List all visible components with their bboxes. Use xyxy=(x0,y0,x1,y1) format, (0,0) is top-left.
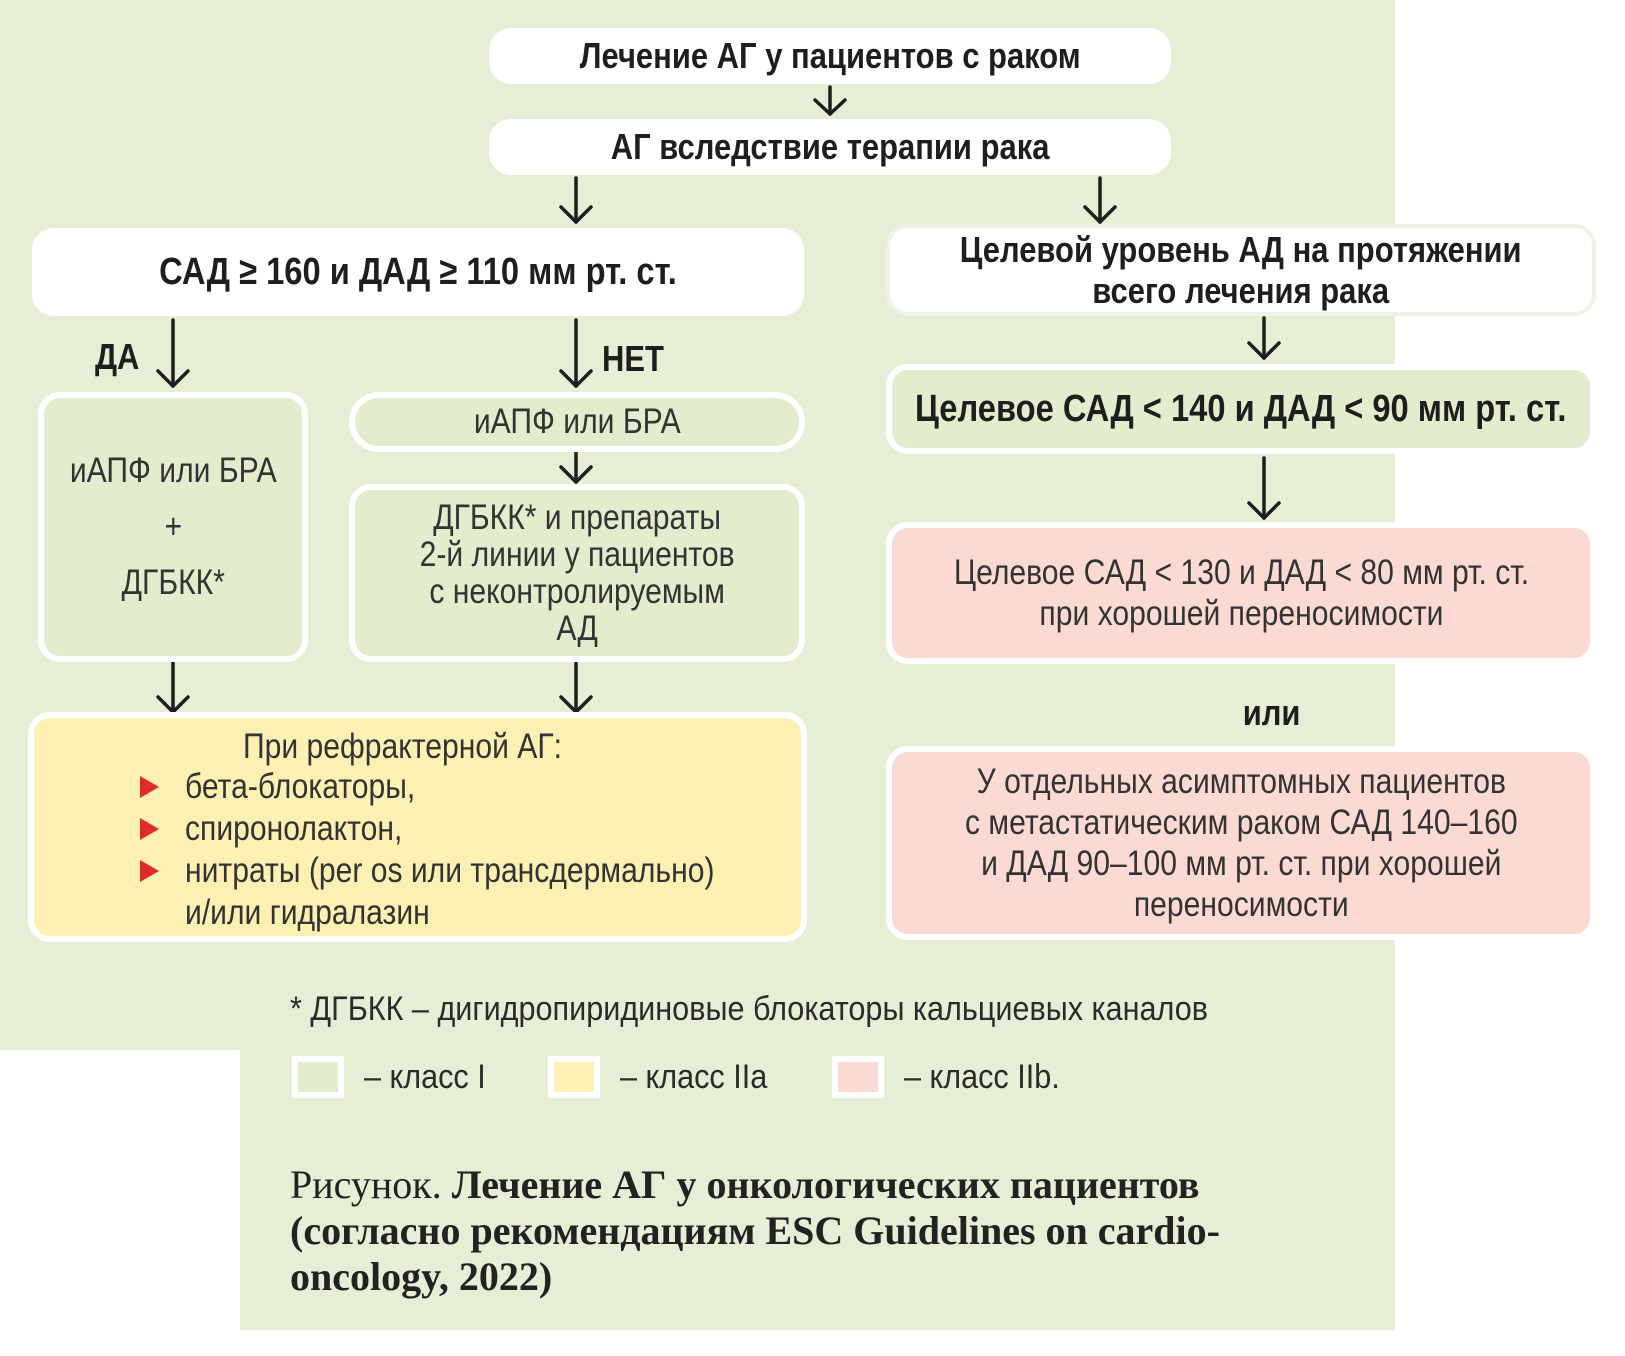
arrow-yes xyxy=(156,318,190,388)
legend-swatch-class-iia xyxy=(548,1056,600,1098)
target-level-box: Целевой уровень АД на протяжении всего л… xyxy=(886,224,1596,316)
footnote-text: * ДГБКК – дигидропиридиновые блокаторы к… xyxy=(290,990,1208,1028)
target-130-text: Целевое САД < 130 и ДАД < 80 мм рт. ст. … xyxy=(953,552,1528,634)
arrow-no-to-refractory xyxy=(559,661,593,714)
caption-title-line3: oncology, 2022) xyxy=(290,1254,553,1299)
target-level-line1: Целевой уровень АД на протяжении xyxy=(960,229,1522,270)
legend-text-class-iia: – класс IIa xyxy=(620,1058,768,1096)
yes-line2: + xyxy=(164,507,182,546)
no-label: НЕТ xyxy=(602,338,664,379)
arrow-cause-to-target xyxy=(1083,176,1117,224)
metastatic-line2: с метастатическим раком САД 140–160 xyxy=(964,803,1518,842)
arrow-140-to-130 xyxy=(1247,456,1281,520)
or-label: или xyxy=(1242,692,1301,733)
legend-text-class-iib: – класс IIb. xyxy=(904,1058,1060,1096)
no-second-line2: 2-й линии у пациентов xyxy=(419,535,735,574)
caption-title-line2: (согласно рекомендациям ESC Guidelines o… xyxy=(290,1208,1220,1253)
target-level-line2: всего лечения рака xyxy=(1092,270,1390,311)
caption-prefix: Рисунок. xyxy=(290,1162,442,1207)
bullet-triangle-icon xyxy=(140,860,159,882)
bullet-triangle-icon xyxy=(140,818,159,840)
refractory-item-beta: бета-блокаторы, xyxy=(185,767,416,806)
target-140-text: Целевое САД < 140 и ДАД < 90 мм рт. ст. xyxy=(915,387,1567,430)
no-second-line1: ДГБКК* и препараты xyxy=(433,498,721,537)
target-130-line1: Целевое САД < 130 и ДАД < 80 мм рт. ст. xyxy=(953,553,1529,592)
title-box: Лечение АГ у пациентов с раком xyxy=(489,28,1171,84)
arrow-yes-to-refractory xyxy=(156,661,190,714)
target-130-line2: при хорошей переносимости xyxy=(1038,594,1444,633)
arrow-target-to-140 xyxy=(1247,316,1281,360)
legend-swatch-class-iib xyxy=(832,1056,884,1098)
metastatic-line1: У отдельных асимптомных пациентов xyxy=(976,762,1506,801)
no-first-text: иАПФ или БРА xyxy=(473,402,681,441)
yes-label: ДА xyxy=(95,336,140,377)
target-level-text: Целевой уровень АД на протяжении всего л… xyxy=(960,229,1522,311)
yes-treatment-box: иАПФ или БРА + ДГБКК* xyxy=(38,392,308,662)
metastatic-line4: переносимости xyxy=(1133,885,1349,924)
sbp-check-box: САД ≥ 160 и ДАД ≥ 110 мм рт. ст. xyxy=(32,228,804,316)
refractory-item-hydralazine: и/или гидралазин xyxy=(185,893,430,932)
arrow-no-first-to-second xyxy=(559,450,593,484)
refractory-item-spiro: спиронолактон, xyxy=(185,809,403,848)
title-text: Лечение АГ у пациентов с раком xyxy=(579,35,1081,76)
no-second-box: ДГБКК* и препараты 2-й линии у пациентов… xyxy=(349,484,805,662)
caption-title-line1: Лечение АГ у онкологических пациентов xyxy=(451,1162,1200,1207)
arrow-title-to-cause xyxy=(813,85,847,116)
metastatic-text: У отдельных асимптомных пациентов с мета… xyxy=(965,761,1518,925)
caption-background xyxy=(240,1040,1395,1330)
yes-treatment-text: иАПФ или БРА + ДГБКК* xyxy=(70,443,277,611)
no-second-line4: АД xyxy=(556,609,598,648)
metastatic-box: У отдельных асимптомных пациентов с мета… xyxy=(886,746,1596,940)
target-130-box: Целевое САД < 130 и ДАД < 80 мм рт. ст. … xyxy=(886,522,1596,664)
refractory-title: При рефрактерной АГ: xyxy=(243,727,562,766)
no-second-line3: с неконтролируемым xyxy=(429,572,725,611)
yes-line1: иАПФ или БРА xyxy=(69,451,277,490)
metastatic-line3: и ДАД 90–100 мм рт. ст. при хорошей xyxy=(980,844,1502,883)
figure-caption: Рисунок. Лечение АГ у онкологических пац… xyxy=(290,1162,1340,1300)
legend-text-class-i: – класс I xyxy=(364,1058,486,1096)
target-140-box: Целевое САД < 140 и ДАД < 90 мм рт. ст. xyxy=(886,364,1596,454)
yes-line3: ДГБКК* xyxy=(121,563,225,602)
cause-box: АГ вследствие терапии рака xyxy=(489,119,1171,175)
cause-text: АГ вследствие терапии рака xyxy=(610,126,1050,167)
no-first-box: иАПФ или БРА xyxy=(349,392,805,452)
legend-swatch-class-i xyxy=(292,1056,344,1098)
arrow-cause-to-sbp xyxy=(559,176,593,224)
refractory-item-nitrates: нитраты (per os или трансдермально) xyxy=(185,851,715,890)
sbp-check-text: САД ≥ 160 и ДАД ≥ 110 мм рт. ст. xyxy=(159,250,677,293)
no-second-text: ДГБКК* и препараты 2-й линии у пациентов… xyxy=(419,499,734,647)
arrow-no xyxy=(559,318,593,388)
bullet-triangle-icon xyxy=(140,776,159,798)
